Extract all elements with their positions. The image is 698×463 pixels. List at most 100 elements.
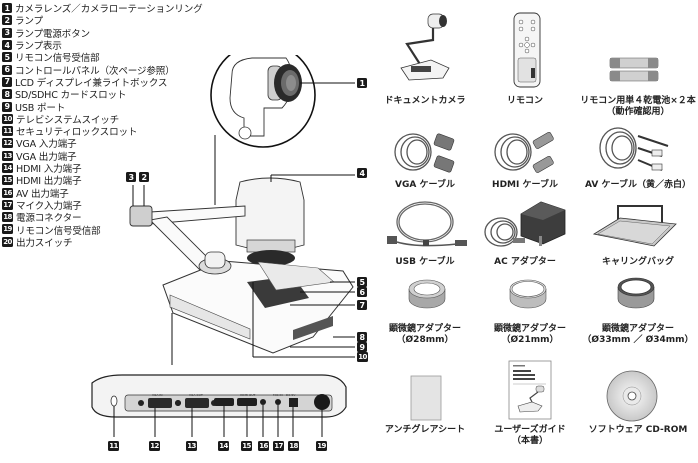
legend-number-badge: 4 [2,40,12,51]
legend-number-badge: 8 [2,89,12,100]
accessory-label: VGA ケーブル [395,180,455,190]
dc-label: DC 5V [286,393,296,397]
accessory-sublabel: （動作確認用） [606,107,670,117]
accessory-label: AV ケーブル（黄／赤白） [585,180,691,190]
callout-19: 19 [316,441,327,451]
callout-15: 15 [241,441,252,451]
legend-number-badge: 14 [2,163,13,173]
callout-4: 4 [357,168,367,178]
accessory-remote: リモコン [480,96,570,107]
accessory-label: リモコン用単４乾電池×２本 [580,96,696,106]
accessory-user-guide: ユーザーズガイド （本書） [480,425,580,447]
accessory-anti-glare-sheet: アンチグレアシート [370,425,480,436]
accessory-software-cd: ソフトウェア CD-ROM [578,425,698,436]
carrying-bag-icon [592,205,677,247]
mic-in-port [275,399,281,405]
accessory-document-camera: ドキュメントカメラ [370,96,480,107]
accessory-label: リモコン [506,96,543,106]
mic-in-label: MIC IN [273,393,283,397]
callout-6: 6 [357,287,367,297]
legend-number-badge: 18 [2,212,13,223]
vga-in-label: VGA IN [152,393,163,397]
accessory-label: キャリングバッグ [601,257,674,267]
user-guide-icon [508,360,552,420]
accessory-label: HDMI ケーブル [492,180,558,190]
accessory-sublabel: （Ø21mm） [501,335,559,345]
legend-label: セキュリティロックスロット [16,127,138,139]
callout-3: 3 [126,172,136,182]
accessory-hdmi-cable: HDMI ケーブル [480,180,570,191]
accessory-sublabel: （本書） [511,436,548,446]
legend-number-badge: 17 [2,199,13,210]
accessory-ac-adapter: AC アダプター [480,257,570,268]
accessory-label: ドキュメントカメラ [384,96,466,106]
accessory-label: USB ケーブル [395,257,455,267]
legend-label: SD/SDHC カードスロット [15,90,127,102]
back-panel-diagram: VGA IN VGA OUT HDMI OUT MIC IN DC 5V [91,374,347,437]
legend-label: ランプ電源ボタン [15,28,90,40]
hdmi-out-label: HDMI OUT [240,393,256,397]
legend-label: 出力スイッチ [16,237,73,249]
legend-label: リモコン信号受信部 [15,53,100,65]
accessory-vga-cable: VGA ケーブル [370,180,480,191]
hdmi-out-port [237,398,257,406]
legend-label: ランプ [15,16,43,28]
callout-12: 12 [149,441,160,451]
callout-14: 14 [218,441,229,451]
accessory-av-cable: AV ケーブル（黄／赤白） [578,180,698,191]
camera-base [162,251,354,354]
microscope-adapter-28-icon [408,279,446,309]
ac-adapter-icon [484,201,566,247]
accessory-label: 顕微鏡アダプター [493,324,566,334]
accessory-microscope-adapter-21: 顕微鏡アダプター （Ø21mm） [480,324,580,346]
anti-glare-sheet-icon [410,375,442,421]
accessory-label: 顕微鏡アダプター [601,324,674,334]
microscope-adapter-33-34-icon [617,277,655,309]
legend-label: ランプ表示 [15,41,62,53]
legend-label: HDMI 入力端子 [16,164,82,176]
hdmi-in-port [214,398,234,406]
usb-cable-icon [387,201,467,247]
accessory-usb-cable: USB ケーブル [370,257,480,268]
legend-label: テレビシステムスイッチ [16,114,120,126]
legend-label: USB ポート [15,102,66,114]
legend-label: リモコン信号受信部 [16,225,101,237]
legend-number-badge: 12 [2,138,13,149]
legend-number-badge: 7 [2,76,12,87]
legend-label: 電源コネクター [16,213,82,225]
legend-number-badge: 11 [2,126,13,137]
lens-closeup [210,55,316,148]
callout-2: 2 [139,172,149,182]
legend-label: AV 出力端子 [16,188,69,200]
callout-16: 16 [258,441,269,451]
legend-label: VGA 出力端子 [16,151,77,163]
remote-sensor [314,394,330,410]
hdmi-cable-icon [494,131,554,173]
accessory-microscope-adapter-33-34: 顕微鏡アダプター （Ø33mm ／ Ø34mm） [578,324,698,346]
callout-17: 17 [273,441,284,451]
accessory-microscope-adapter-28: 顕微鏡アダプター （Ø28mm） [370,324,480,346]
callout-1: 1 [357,78,367,88]
accessory-label: 顕微鏡アダプター [388,324,461,334]
legend-number-badge: 9 [2,101,12,112]
callout-13: 13 [186,441,197,451]
accessory-label: ソフトウェア CD-ROM [588,425,688,435]
legend-number-badge: 13 [2,150,13,161]
accessory-sublabel: （Ø33mm ／ Ø34mm） [582,335,694,345]
dc-power-port [289,398,298,407]
